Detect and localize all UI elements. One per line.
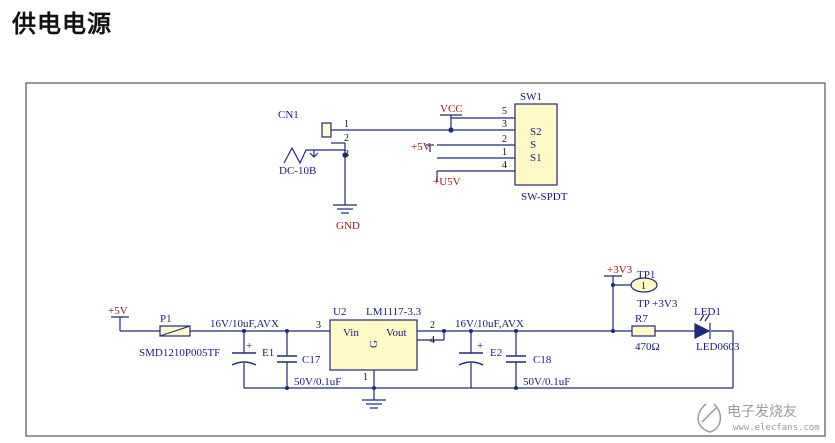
switch-wires <box>436 117 515 182</box>
p5v-top-symbol <box>426 144 434 152</box>
sw1-s1-label: S1 <box>530 152 542 164</box>
sw1-pin-1: 1 <box>502 147 507 158</box>
cn1-plug <box>321 122 332 138</box>
c18-spec-label: 50V/0.1uF <box>523 376 570 388</box>
c17-label: C17 <box>302 354 321 366</box>
u2-pin-1: 1 <box>363 372 368 383</box>
sw1-body <box>514 103 558 186</box>
c18-label: C18 <box>533 354 552 366</box>
main-wires <box>120 276 734 400</box>
e2-plus: + <box>477 340 483 352</box>
vin-label: Vin <box>343 327 359 339</box>
p5v-left-symbol <box>111 316 129 331</box>
page-title: 供电电源 <box>12 10 112 38</box>
led1-diode <box>694 314 711 339</box>
sw1-pin-3: 3 <box>502 119 507 130</box>
r7-value-label: 470Ω <box>635 341 660 353</box>
e1-plus: + <box>246 340 252 352</box>
sw1-pin-2: 2 <box>502 134 507 145</box>
e2-spec-label: 16V/10uF,AVX <box>455 318 524 330</box>
vout-label: Vout <box>386 327 407 339</box>
dc10b-label: DC-10B <box>279 165 316 177</box>
cn1-dc-jack <box>283 122 515 205</box>
r7-resistor <box>631 325 656 337</box>
cn1-pin-3: 3 <box>344 149 349 160</box>
p1-label: P1 <box>160 313 172 325</box>
vcc-label: VCC <box>440 103 463 115</box>
g-label: G <box>368 340 380 348</box>
sw1-s-label: S <box>530 139 536 151</box>
u2-pin-2: 2 <box>430 320 435 331</box>
e1-spec-label: 16V/10uF,AVX <box>210 318 279 330</box>
p5v-top-label: +5V <box>411 141 431 153</box>
watermark-text: 电子发烧友 <box>727 404 797 420</box>
sw1-s2-label: S2 <box>530 126 542 138</box>
sw1-label: SW1 <box>520 91 542 103</box>
elecfans-logo-icon <box>697 403 722 433</box>
lm1117-label: LM1117-3.3 <box>366 306 422 318</box>
vcc-symbol <box>440 114 462 133</box>
c17-capacitor <box>277 355 297 363</box>
smd-label: SMD1210P005TF <box>139 347 220 359</box>
c17-spec-label: 50V/0.1uF <box>294 376 341 388</box>
u2-label: U2 <box>333 306 346 318</box>
tp-value-label: TP +3V3 <box>637 298 678 310</box>
p5v-left-label: +5V <box>108 305 128 317</box>
e1-label: E1 <box>262 347 274 359</box>
tp1-pin-1: 1 <box>641 281 646 292</box>
u2-regulator-body <box>329 319 418 371</box>
sw1-pin-4: 4 <box>502 160 507 171</box>
c18-capacitor <box>506 355 526 363</box>
tp1-label: TP1 <box>637 269 655 281</box>
p3v3-label: +3V3 <box>607 264 633 276</box>
cn1-pin-1: 1 <box>344 119 349 130</box>
cn1-label: CN1 <box>278 109 299 121</box>
gnd-label: GND <box>336 220 360 232</box>
sw1-pin-5: 5 <box>502 106 507 117</box>
e1-capacitor <box>231 352 257 366</box>
cn1-pin-2: 2 <box>344 133 349 144</box>
u5v-label: +U5V <box>433 176 461 188</box>
junction-dots <box>242 283 615 390</box>
sw-spdt-label: SW-SPDT <box>521 191 568 203</box>
u2-pin-4: 4 <box>430 335 435 346</box>
led1-label: LED1 <box>694 306 721 318</box>
tp1-testpoint <box>630 277 658 293</box>
gnd-symbol-bottom <box>362 399 386 409</box>
r7-label: R7 <box>635 313 648 325</box>
schematic-frame <box>25 82 826 437</box>
led0603-label: LED0603 <box>696 341 740 353</box>
u2-pin-3: 3 <box>316 320 321 331</box>
e2-label: E2 <box>490 347 502 359</box>
watermark-url: www.elecfans.com <box>733 423 820 433</box>
gnd-symbol-top <box>333 204 357 214</box>
e2-capacitor <box>458 352 484 366</box>
